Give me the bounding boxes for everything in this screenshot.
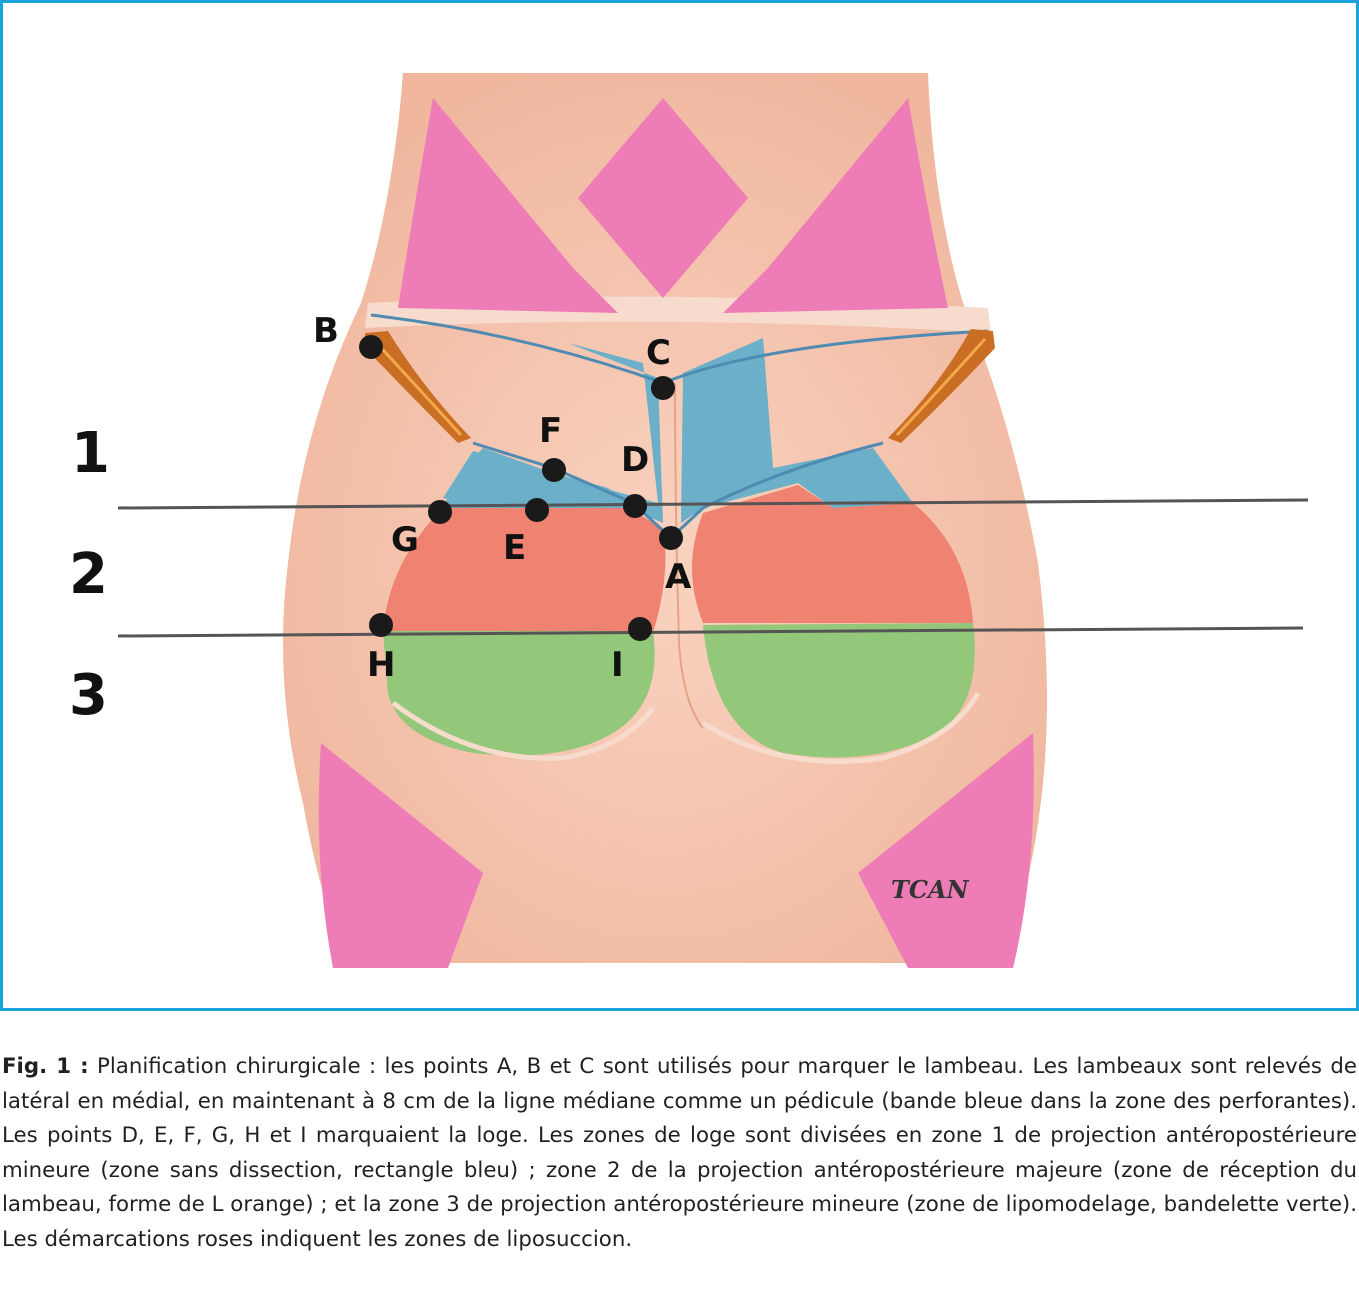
point-I-label: I	[611, 645, 624, 685]
artist-signature: TCAN	[891, 875, 970, 904]
point-I-marker	[628, 617, 652, 641]
point-D-label: D	[621, 440, 649, 480]
point-C-marker	[651, 376, 675, 400]
intergluteal-cleft	[674, 382, 704, 729]
point-A-marker	[659, 526, 683, 550]
zone1-right	[681, 338, 913, 523]
gluteal-diagram: A B C D E F G H I 1 2 3 TCAN	[69, 73, 1309, 968]
marker-points	[359, 335, 683, 641]
point-E-marker	[525, 498, 549, 522]
zone2-right	[692, 485, 973, 623]
point-B-label: B	[313, 311, 339, 351]
zone-line-upper	[117, 498, 1309, 510]
liposuction-zone-left-flank	[398, 98, 618, 313]
point-C-label: C	[646, 333, 671, 373]
point-D-marker	[623, 494, 647, 518]
zone1-left-lower	[443, 448, 638, 508]
zone2-left	[383, 508, 666, 633]
liposuction-zone-right-flank	[723, 98, 948, 313]
left-pedicle-strip-inner	[373, 339, 463, 437]
right-pedicle-strip-inner	[895, 337, 987, 437]
point-E-label: E	[503, 528, 526, 568]
caption-label: Fig. 1 :	[2, 1054, 89, 1079]
zone-number-3: 3	[69, 663, 108, 728]
zone3-left	[383, 631, 655, 756]
zone-number-2: 2	[69, 542, 108, 607]
point-H-label: H	[367, 645, 395, 685]
zone-line-lower	[117, 626, 1304, 638]
caption-text: Planification chirurgicale : les points …	[2, 1054, 1357, 1252]
point-A-label: A	[665, 557, 692, 597]
left-gluteal-fold	[391, 700, 655, 761]
point-G-label: G	[391, 520, 419, 560]
liposuction-zone-right-thigh	[858, 733, 1034, 968]
figure-caption: Fig. 1 : Planification chirurgicale : le…	[2, 1050, 1357, 1257]
liposuction-zone-left-thigh	[318, 743, 483, 968]
zone-number-1: 1	[71, 421, 110, 486]
figure-frame: A B C D E F G H I 1 2 3 TCAN	[0, 0, 1359, 1011]
right-gluteal-fold	[701, 691, 981, 764]
point-G-marker	[428, 500, 452, 524]
point-F-marker	[542, 458, 566, 482]
point-B-marker	[359, 335, 383, 359]
point-H-marker	[369, 613, 393, 637]
liposuction-zone-sacral-diamond	[578, 98, 748, 298]
zone3-right	[703, 623, 975, 758]
point-F-label: F	[539, 411, 562, 451]
